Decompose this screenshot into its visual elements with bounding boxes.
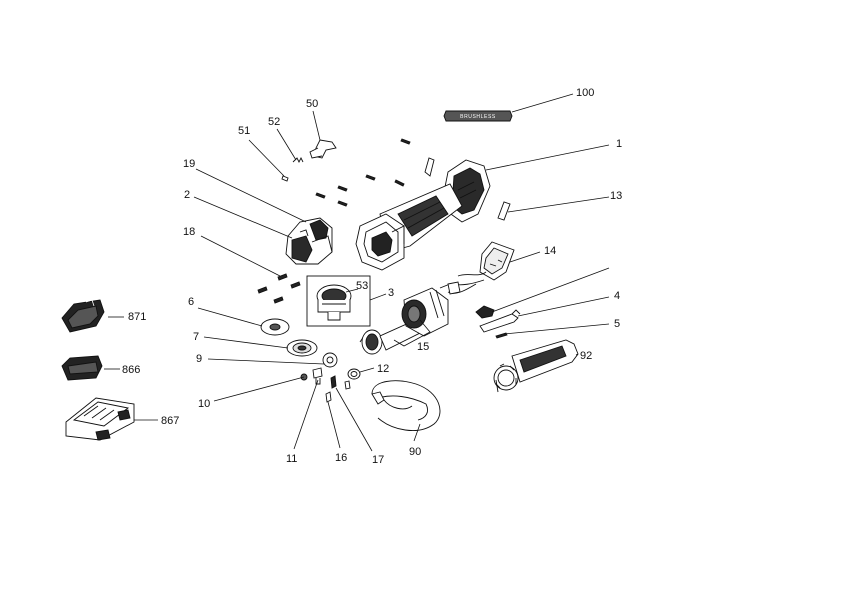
housing-screws: [315, 138, 411, 207]
outer-flange-part: [260, 318, 290, 336]
label-19: 19: [183, 158, 195, 170]
label-52: 52: [268, 116, 280, 128]
o-ring-part: [347, 368, 361, 380]
battery-866-part: [61, 355, 103, 381]
label-7: 7: [193, 331, 199, 343]
gear-housing-part: [285, 217, 333, 265]
guard-screw-part: [325, 391, 332, 403]
switch-lever-part: [479, 309, 521, 333]
label-11: 11: [286, 453, 297, 465]
label-866: 866: [122, 364, 140, 376]
label-50: 50: [306, 98, 318, 110]
label-2: 2: [184, 189, 190, 201]
brushless-badge-part: BRUSHLESS: [443, 110, 513, 122]
label-92: 92: [580, 350, 592, 362]
small-screw-part: [344, 380, 351, 390]
switch-slider-part: [424, 157, 435, 177]
stator-part: [401, 283, 461, 337]
gear-case-screws: [257, 273, 301, 304]
pin-part: [281, 175, 289, 182]
wheel-guard-part: [371, 380, 441, 431]
label-15: 15: [417, 341, 429, 353]
label-18: 18: [183, 226, 195, 238]
switch-part: [475, 305, 495, 319]
label-53: 53: [356, 280, 368, 292]
label-51: 51: [238, 125, 250, 137]
label-90: 90: [409, 446, 421, 458]
label-100: 100: [576, 87, 594, 99]
battery-871-part: [61, 299, 105, 333]
shaft-lock-button-part: [309, 139, 337, 159]
label-13: 13: [610, 190, 622, 202]
label-3: 3: [388, 287, 394, 299]
side-cover-part: [497, 201, 511, 221]
label-867: 867: [161, 415, 179, 427]
label-16: 16: [335, 452, 347, 464]
label-6: 6: [188, 296, 194, 308]
label-1: 1: [616, 138, 622, 150]
guard-clamp-screw-part: [330, 375, 337, 389]
leader-lines: [104, 93, 610, 452]
bearing-washer-part: [322, 352, 338, 368]
callout-labels: 100 1 13 14 4 5 92 19 2 18 50 52 51 53 3…: [122, 87, 622, 466]
spring-part: [292, 156, 304, 164]
controller-pcb-part: [447, 241, 515, 295]
case-867-part: [65, 397, 135, 441]
badge-text: BRUSHLESS: [460, 114, 496, 120]
label-871: 871: [128, 311, 146, 323]
label-9: 9: [196, 353, 202, 365]
bearing-plate-assembly-part: [306, 275, 371, 327]
inner-flange-part: [286, 339, 318, 357]
motor-housing-part: [355, 159, 491, 271]
label-4: 4: [614, 290, 620, 302]
label-10: 10: [198, 398, 210, 410]
label-14: 14: [544, 245, 556, 257]
label-12: 12: [377, 363, 389, 375]
side-handle-part: [493, 339, 579, 393]
label-5: 5: [614, 318, 620, 330]
label-17: 17: [372, 454, 384, 466]
